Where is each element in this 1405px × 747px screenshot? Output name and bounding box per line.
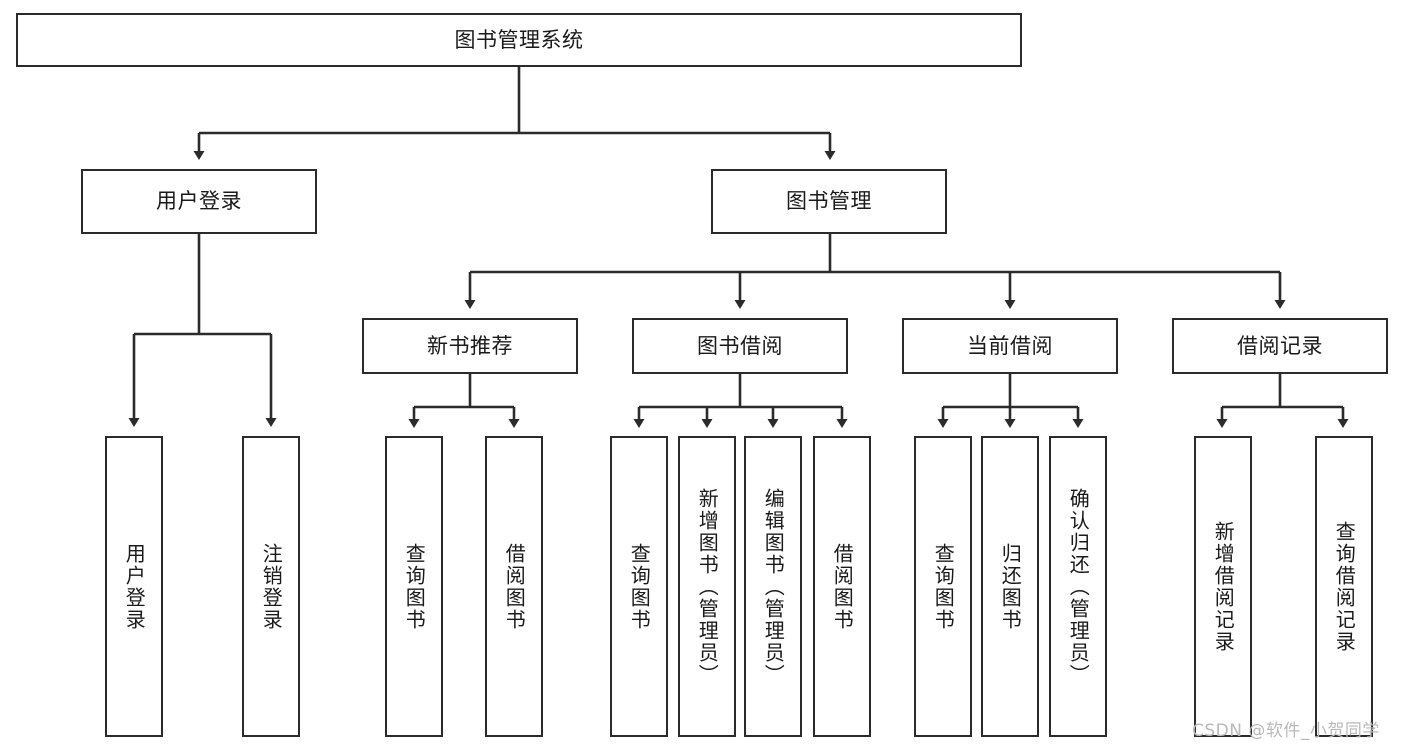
node-root-label: 图书管理系统 — [454, 27, 584, 52]
node-leaf-return-book-label: 归还图书 — [998, 542, 1023, 631]
node-new-book-recommend-label: 新书推荐 — [427, 333, 513, 358]
node-leaf-add-book-label: 新增图书（管理员） — [695, 487, 720, 686]
node-leaf-borrow-book-1-label: 借阅图书 — [502, 542, 527, 631]
node-root[interactable]: 图书管理系统 — [16, 13, 1022, 67]
node-leaf-query-book-3-label: 查询图书 — [931, 542, 956, 631]
node-book-management-label: 图书管理 — [786, 189, 872, 214]
node-leaf-user-login[interactable]: 用户登录 — [105, 436, 163, 737]
node-leaf-user-login-label: 用户登录 — [122, 542, 147, 631]
node-current-borrow[interactable]: 当前借阅 — [902, 318, 1118, 374]
node-leaf-logout-login-label: 注销登录 — [259, 542, 284, 631]
node-user-login[interactable]: 用户登录 — [81, 169, 317, 234]
node-leaf-query-book-2[interactable]: 查询图书 — [610, 436, 668, 737]
node-leaf-edit-book-label: 编辑图书（管理员） — [761, 487, 786, 686]
node-leaf-query-book-2-label: 查询图书 — [627, 542, 652, 631]
node-leaf-add-record[interactable]: 新增借阅记录 — [1194, 436, 1252, 737]
csdn-watermark: CSDN @软件_小贺同学 — [1192, 721, 1380, 741]
node-leaf-query-book-1-label: 查询图书 — [402, 542, 427, 631]
node-leaf-add-record-label: 新增借阅记录 — [1211, 520, 1236, 653]
node-leaf-confirm-return[interactable]: 确认归还（管理员） — [1049, 436, 1107, 737]
node-leaf-borrow-book-1[interactable]: 借阅图书 — [485, 436, 543, 737]
node-leaf-logout-login[interactable]: 注销登录 — [242, 436, 300, 737]
node-leaf-borrow-book-2-label: 借阅图书 — [830, 542, 855, 631]
node-leaf-query-record-label: 查询借阅记录 — [1332, 520, 1357, 653]
node-current-borrow-label: 当前借阅 — [967, 333, 1053, 358]
node-leaf-borrow-book-2[interactable]: 借阅图书 — [813, 436, 871, 737]
node-leaf-query-record[interactable]: 查询借阅记录 — [1315, 436, 1373, 737]
node-book-management[interactable]: 图书管理 — [711, 169, 947, 234]
node-borrow-record[interactable]: 借阅记录 — [1172, 318, 1388, 374]
node-leaf-query-book-3[interactable]: 查询图书 — [914, 436, 972, 737]
node-leaf-return-book[interactable]: 归还图书 — [981, 436, 1039, 737]
node-user-login-label: 用户登录 — [156, 189, 242, 214]
node-leaf-query-book-1[interactable]: 查询图书 — [385, 436, 443, 737]
node-new-book-recommend[interactable]: 新书推荐 — [362, 318, 578, 374]
node-leaf-edit-book[interactable]: 编辑图书（管理员） — [744, 436, 802, 737]
node-leaf-add-book[interactable]: 新增图书（管理员） — [678, 436, 736, 737]
node-book-borrow-label: 图书借阅 — [697, 333, 783, 358]
node-leaf-confirm-return-label: 确认归还（管理员） — [1066, 487, 1091, 686]
node-borrow-record-label: 借阅记录 — [1237, 333, 1323, 358]
node-book-borrow[interactable]: 图书借阅 — [632, 318, 848, 374]
